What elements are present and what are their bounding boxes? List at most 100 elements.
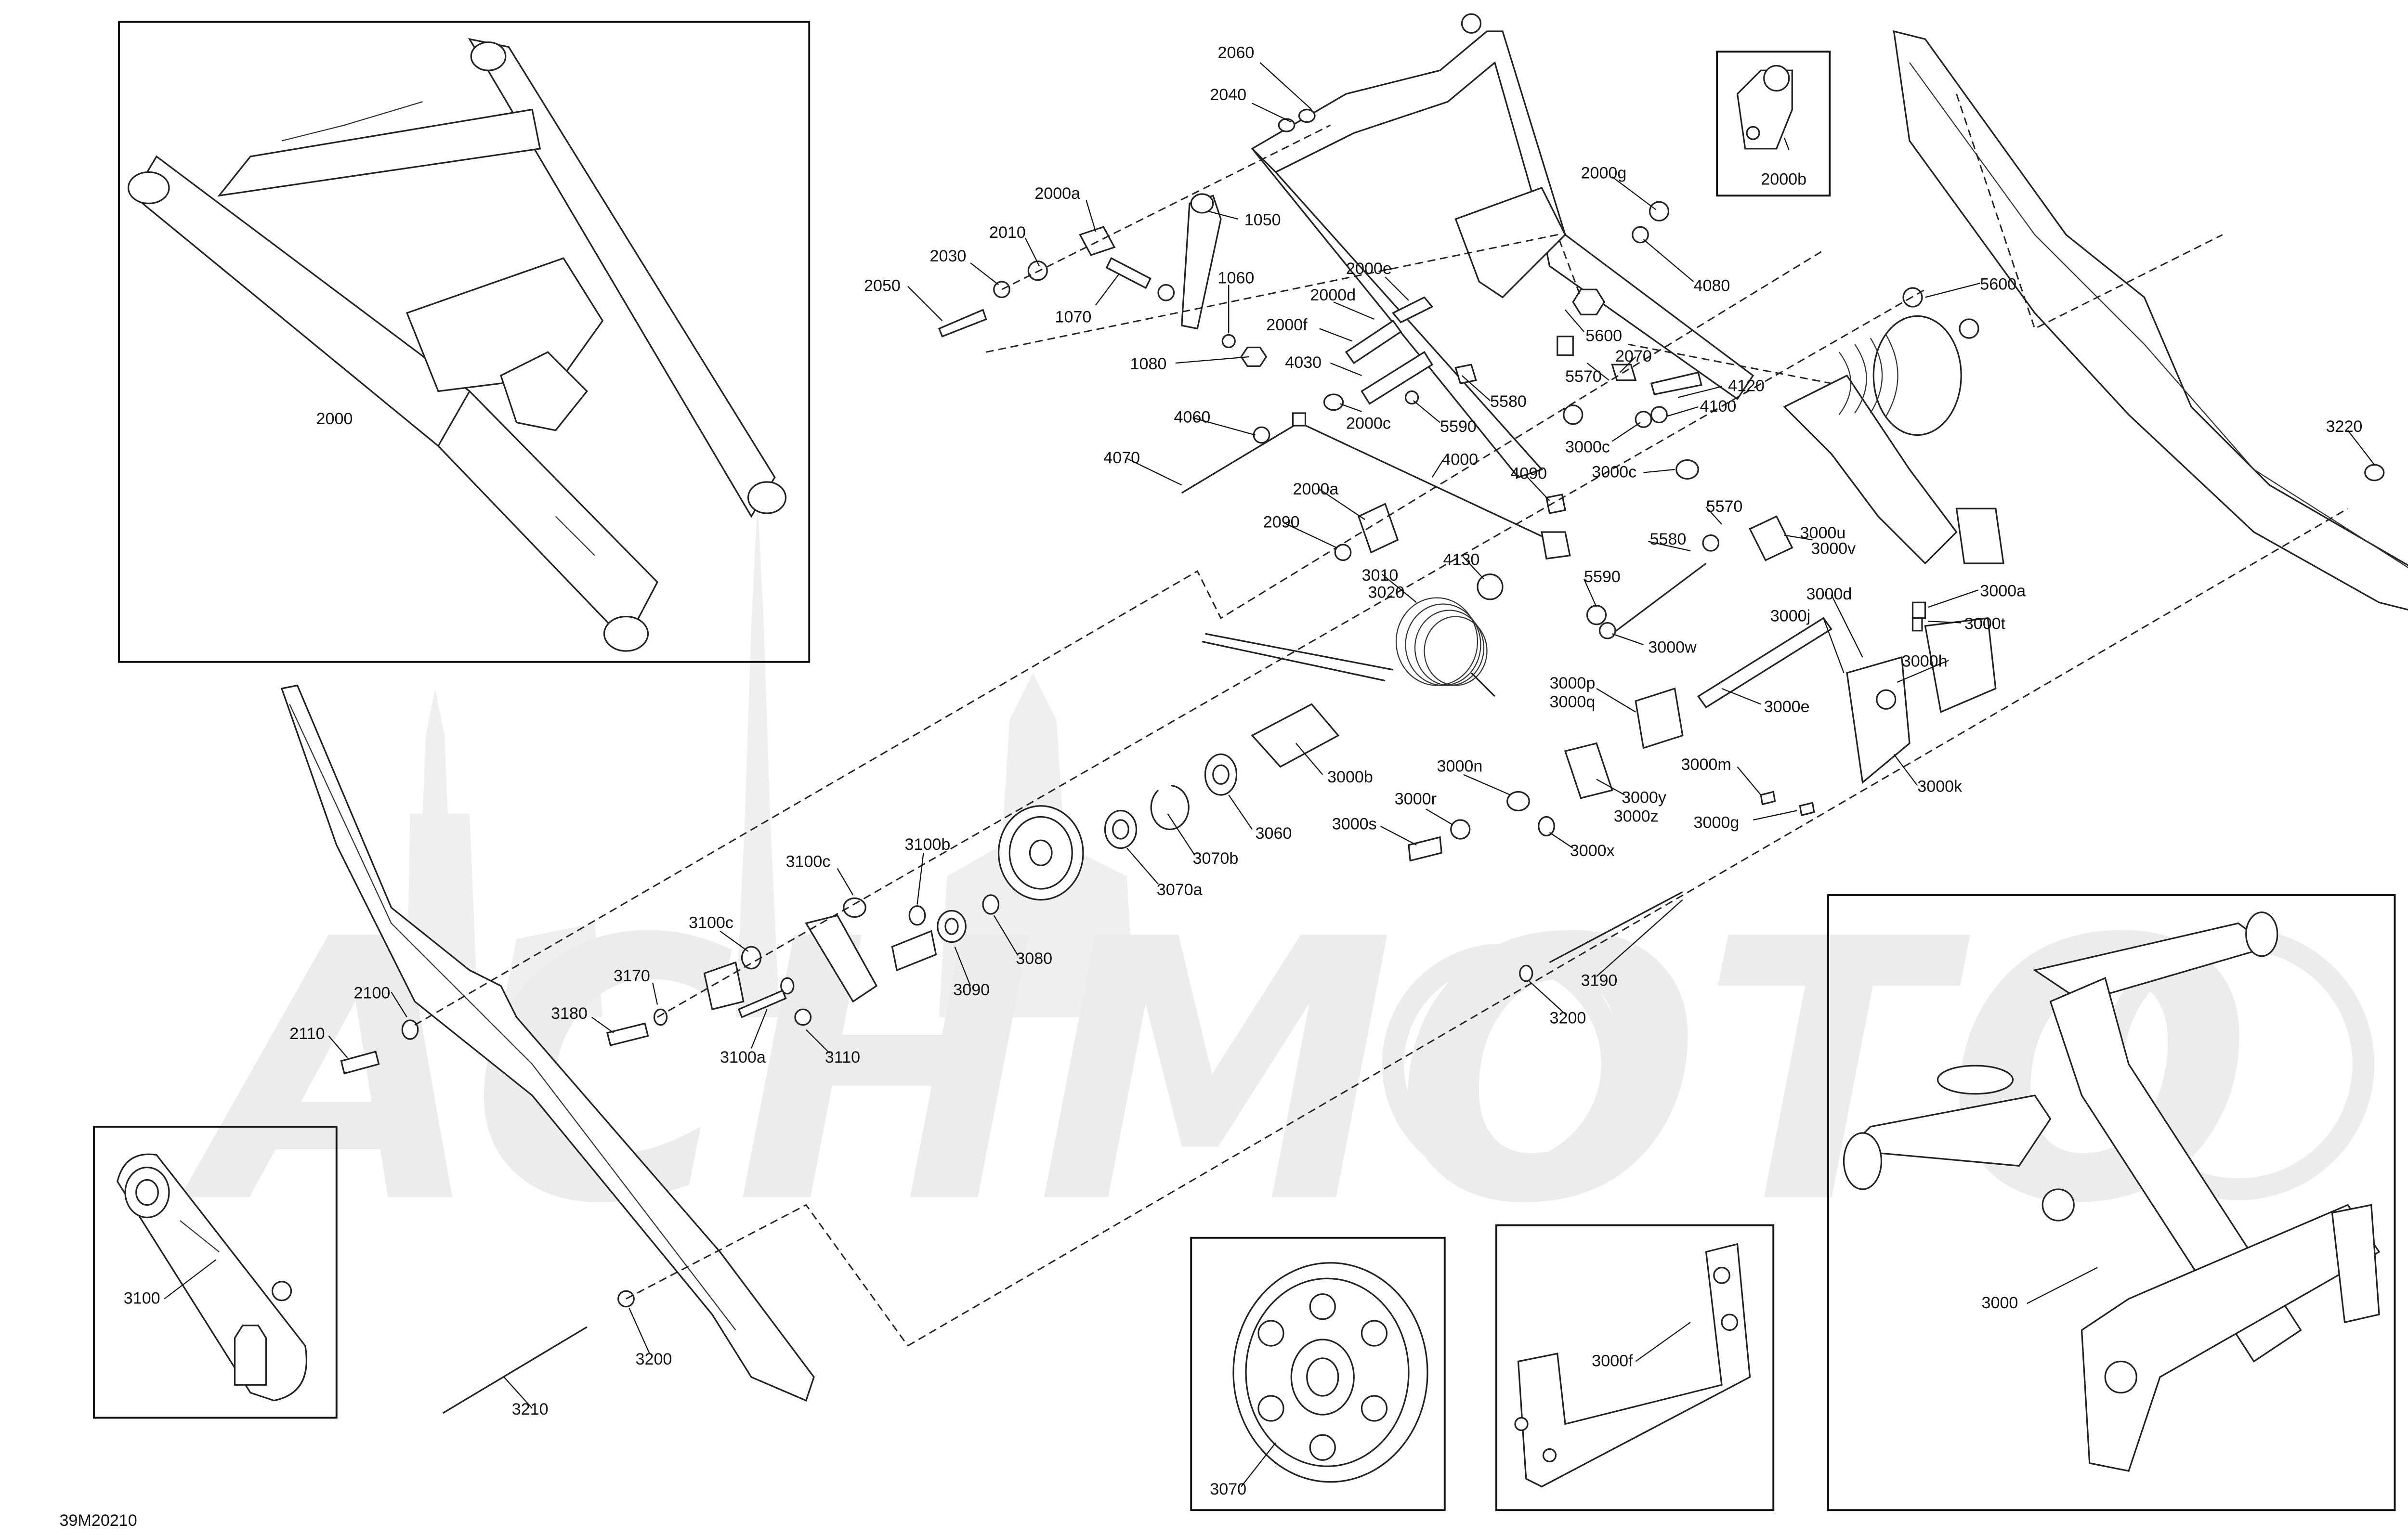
callout-2000b: 2000b: [1761, 170, 1806, 189]
callout-4030: 4030: [1285, 353, 1322, 372]
right-rail: [1893, 30, 2408, 611]
callout-3070a: 3070a: [1157, 881, 1203, 899]
callout-3000w: 3000w: [1648, 638, 1697, 656]
callout-3000: 3000: [1982, 1294, 2018, 1312]
callout-1070: 1070: [1055, 308, 1092, 326]
callout-3000z: 3000z: [1614, 807, 1659, 825]
shock-spring-assembly: [1783, 287, 2004, 565]
callout-3100c-a: 3100c: [786, 853, 831, 871]
callout-1080: 1080: [1130, 355, 1167, 373]
callout-2000c: 2000c: [1346, 415, 1391, 433]
callout-3000q: 3000q: [1550, 693, 1596, 711]
callout-3000f: 3000f: [1592, 1352, 1633, 1370]
callout-1050: 1050: [1244, 211, 1281, 229]
left-rail: [280, 684, 815, 1402]
callout-3220: 3220: [2326, 417, 2363, 436]
callout-4090: 4090: [1510, 465, 1547, 483]
callout-3000g: 3000g: [1694, 813, 1740, 832]
callout-2090: 2090: [1263, 513, 1300, 531]
callout-3000s: 3000s: [1332, 815, 1377, 833]
callout-2000f: 2000f: [1266, 316, 1308, 334]
drawing-reference-number: 39M20210: [60, 1511, 137, 1530]
callout-3100c-b: 3100c: [689, 913, 733, 932]
callout-5570-mid: 5570: [1706, 497, 1743, 516]
callout-5590-mid: 5590: [1584, 568, 1621, 586]
callout-3070b: 3070b: [1193, 849, 1239, 868]
callout-3010: 3010: [1362, 566, 1399, 585]
callout-3000x: 3000x: [1570, 842, 1615, 860]
callout-3100b: 3100b: [905, 835, 951, 854]
inset-frame-3070: [1190, 1236, 1446, 1511]
callout-3000p: 3000p: [1550, 674, 1596, 692]
inset-frame-3000f: [1495, 1224, 1775, 1511]
hardware-washers-nuts: [993, 108, 2385, 840]
callout-3090: 3090: [953, 981, 990, 999]
callout-2010: 2010: [989, 223, 1026, 242]
rear-arm-2000-detail: [127, 38, 787, 652]
callout-3000t: 3000t: [1964, 615, 2006, 633]
callout-3000d: 3000d: [1806, 585, 1852, 603]
callout-3000u: 3000u: [1800, 524, 1846, 542]
callout-3080: 3080: [1016, 950, 1052, 968]
callout-5600-right: 5600: [1980, 275, 2016, 293]
callout-3000h: 3000h: [1902, 652, 1948, 671]
leader-lines: [164, 62, 2375, 1487]
callout-2030: 2030: [930, 247, 967, 265]
callout-2110: 2110: [289, 1025, 325, 1043]
callout-2070: 2070: [1615, 347, 1652, 365]
callout-2000a-top: 2000a: [1034, 184, 1080, 203]
callout-2000d: 2000d: [1310, 286, 1356, 304]
inset-frame-3000: [1827, 894, 2396, 1511]
callout-3000r: 3000r: [1395, 790, 1437, 808]
callout-5570-top: 5570: [1565, 367, 1602, 386]
callout-4060: 4060: [1174, 408, 1211, 427]
callout-3000c-a: 3000c: [1565, 438, 1610, 456]
callout-3100: 3100: [124, 1289, 160, 1307]
callout-3020: 3020: [1368, 584, 1405, 602]
idler-wheel-group: [340, 703, 1533, 1308]
callout-3170: 3170: [614, 967, 650, 985]
callout-3210: 3210: [512, 1400, 549, 1418]
callout-3000y: 3000y: [1622, 788, 1666, 807]
callout-2050: 2050: [864, 277, 901, 295]
callout-4130: 4130: [1443, 550, 1480, 569]
callout-3000j: 3000j: [1770, 607, 1810, 625]
callout-3180: 3180: [551, 1004, 588, 1023]
callout-5600-mid: 5600: [1585, 327, 1622, 345]
callout-5580-mid: 5580: [1650, 530, 1687, 548]
callout-3190: 3190: [1581, 972, 1618, 990]
callout-2040: 2040: [1210, 86, 1246, 104]
callout-3200-low: 3200: [636, 1350, 672, 1368]
callout-5580-top: 5580: [1490, 392, 1527, 411]
link-3100-detail: [117, 1153, 308, 1402]
callout-3110: 3110: [825, 1048, 860, 1067]
callout-3000m: 3000m: [1681, 755, 1731, 774]
inset-frame-3100: [93, 1126, 338, 1419]
callout-3000e: 3000e: [1764, 698, 1810, 716]
callout-2000e: 2000e: [1346, 260, 1392, 278]
wheel-3070-detail: [1232, 1262, 1428, 1483]
callout-3000a: 3000a: [1980, 582, 2026, 600]
callout-3000v: 3000v: [1811, 540, 1856, 558]
plate-3000f-detail: [1514, 1243, 1751, 1488]
watermark-text: ACHMOTO: [175, 863, 2252, 1282]
bracket-2000b-detail: [1736, 65, 1793, 150]
inset-frame-2000b: [1716, 51, 1831, 197]
front-arm-3000-detail: [1843, 911, 2381, 1472]
callout-2000: 2000: [316, 410, 353, 428]
callout-4080: 4080: [1694, 277, 1730, 295]
callout-2060: 2060: [1218, 43, 1255, 62]
callout-5590-top: 5590: [1440, 417, 1477, 436]
callout-2100: 2100: [354, 984, 391, 1002]
callout-4070: 4070: [1103, 449, 1140, 467]
callout-labels: 2000 2060 2040 2000a 1050 2010 2030 2050…: [124, 43, 2363, 1498]
torsion-spring: [1202, 597, 1495, 697]
callout-2000a-mid: 2000a: [1293, 480, 1339, 498]
callout-3200-mid: 3200: [1550, 1009, 1586, 1028]
callout-3000k: 3000k: [1917, 778, 1963, 796]
assembly-axes: [414, 124, 2348, 1347]
callout-3000n: 3000n: [1437, 757, 1483, 775]
callout-3000b: 3000b: [1327, 768, 1373, 786]
